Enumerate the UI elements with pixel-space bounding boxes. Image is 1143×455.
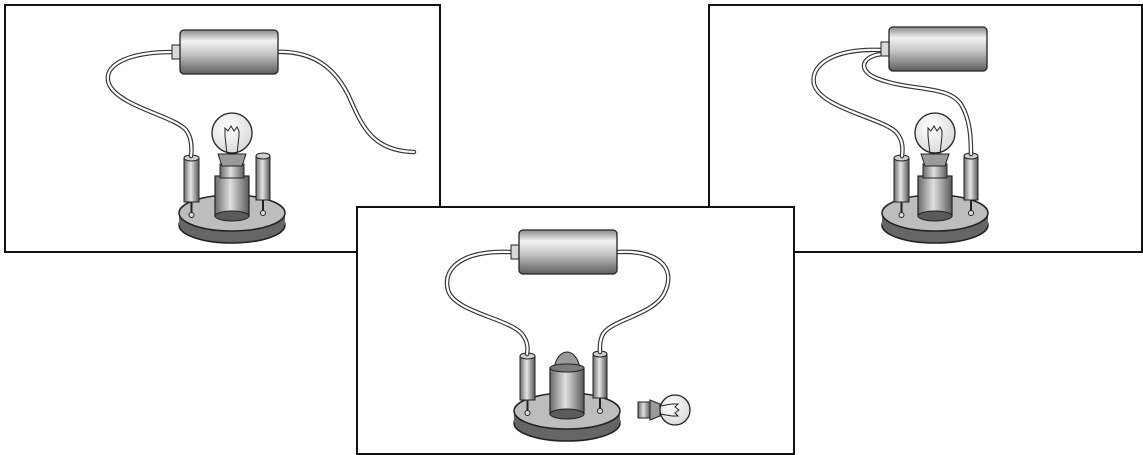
- battery-cell: [510, 229, 618, 275]
- bulb-socket: [917, 175, 953, 222]
- wire-inner: [862, 51, 974, 157]
- circuit-diagram-right: [811, 26, 989, 244]
- circuit-diagram-middle: [444, 229, 691, 442]
- bulb-socket: [214, 175, 250, 222]
- wire-loose: [271, 49, 417, 155]
- empty-bulb-socket: [549, 351, 585, 420]
- terminal-post-left: [893, 154, 910, 218]
- wire-right: [597, 249, 671, 355]
- lamp-holder-base: [881, 194, 989, 244]
- battery-cell: [880, 26, 988, 72]
- light-bulb-icon: [211, 112, 253, 179]
- panel-middle: [356, 206, 795, 455]
- battery-cell: [171, 29, 279, 75]
- circuit-diagram-left: [105, 29, 417, 244]
- terminal-post-right: [592, 350, 608, 414]
- detached-light-bulb-icon: [637, 394, 691, 426]
- wire-connected: [105, 49, 194, 159]
- panel-left: [4, 4, 441, 253]
- terminal-post-left: [183, 154, 200, 218]
- wire-left: [444, 249, 530, 357]
- light-bulb-icon: [914, 112, 956, 179]
- wire-outer: [811, 47, 905, 159]
- terminal-post-right: [255, 152, 271, 216]
